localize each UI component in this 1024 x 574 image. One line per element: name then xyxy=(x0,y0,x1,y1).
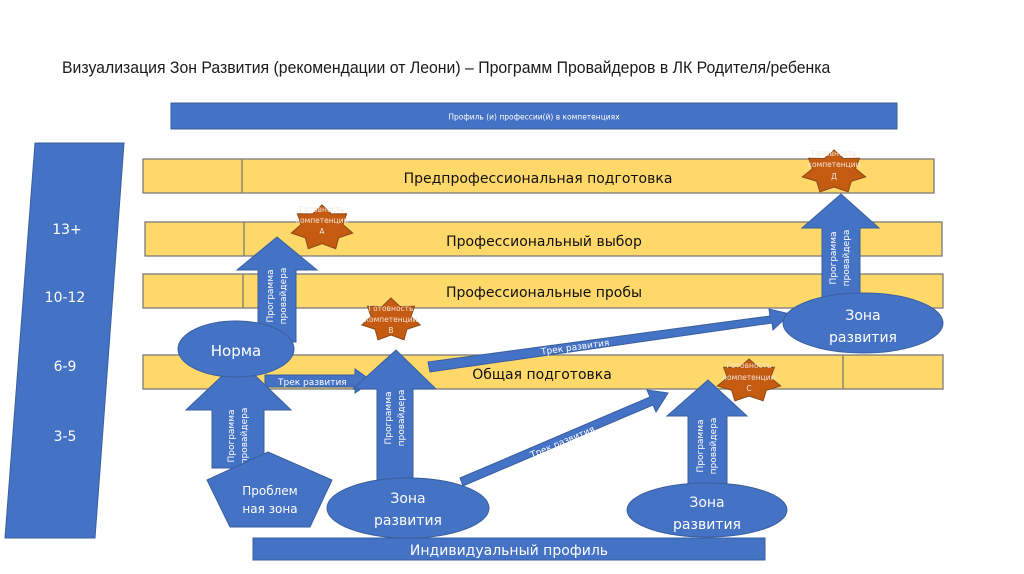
program-arrow-4-line1: Программа xyxy=(696,419,706,472)
program-arrow-2-line2: провайдера xyxy=(279,268,289,325)
individual-profile-banner: Индивидуальный профиль xyxy=(252,537,766,561)
zone-development-3: Зона развития xyxy=(782,292,944,354)
page-title: Визуализация Зон Развития (рекомендации … xyxy=(62,58,831,77)
program-arrow-4-line2: провайдера xyxy=(709,418,719,475)
stage-label-general: Общая подготовка xyxy=(472,367,612,383)
star-competency-a: Готовность компетенции А xyxy=(290,204,354,250)
star-competency-c: Готовность компетенции С xyxy=(716,358,782,402)
stage-label-preprof: Предпрофессиональная подготовка xyxy=(404,171,673,187)
program-arrow-5-line1: Программа xyxy=(829,231,839,284)
competency-profile-banner: Профиль (и) профессии(й) в компетенциях xyxy=(170,102,898,130)
zone-development-2: Зона развития xyxy=(626,482,788,538)
program-arrow-1-line2: провайдера xyxy=(240,408,250,465)
zone-development-3-line1: Зона xyxy=(845,308,880,324)
star-b-line2: компетенции xyxy=(364,315,417,324)
program-arrow-3-line2: провайдера xyxy=(397,390,407,447)
program-arrow-2: Программа провайдера xyxy=(235,236,319,343)
zone-development-1-line2: развития xyxy=(374,513,442,529)
stage-band-preprof: Предпрофессиональная подготовка xyxy=(142,158,935,194)
star-d-line3: Д xyxy=(831,172,837,181)
program-arrow-3: Программа провайдера xyxy=(351,349,438,486)
star-b-line1: Готовность xyxy=(369,304,414,313)
star-competency-b: Готовность компетенции В xyxy=(360,297,422,341)
zone-development-2-line1: Зона xyxy=(689,495,724,511)
stage-label-trials: Профессиональные пробы xyxy=(446,285,642,301)
star-a-line3: А xyxy=(319,227,325,236)
age-bar: 13+ 10-12 6-9 3-5 xyxy=(4,142,125,539)
star-c-line1: Готовность xyxy=(727,361,772,370)
star-competency-d: Готовность компетенции Д xyxy=(801,149,867,193)
program-arrow-3-line1: Программа xyxy=(384,391,394,444)
zone-problem-line1: Проблем xyxy=(242,484,298,498)
zone-development-2-line2: развития xyxy=(673,517,741,533)
age-label-13plus: 13+ xyxy=(52,222,82,238)
program-arrow-2-line1: Программа xyxy=(266,269,276,322)
program-arrow-1-line1: Программа xyxy=(227,409,237,462)
star-a-line2: компетенции xyxy=(295,216,348,225)
zone-problem: Проблем ная зона xyxy=(206,451,333,528)
stage-label-choice: Профессиональный выбор xyxy=(446,234,642,250)
zone-norm-label: Норма xyxy=(211,342,262,360)
zone-development-1-line1: Зона xyxy=(390,491,425,507)
zone-development-3-line2: развития xyxy=(829,330,897,346)
zone-norm: Норма xyxy=(177,320,295,378)
track-label-short: Трек развития xyxy=(277,378,347,388)
program-arrow-5: Программа провайдера xyxy=(800,193,881,298)
star-c-line2: компетенции xyxy=(722,373,775,382)
star-a-line1: Готовность xyxy=(300,205,345,214)
competency-profile-label: Профиль (и) профессии(й) в компетенциях xyxy=(448,113,620,122)
star-d-line2: компетенции xyxy=(807,160,860,169)
star-b-line3: В xyxy=(388,326,393,335)
age-label-6-9: 6-9 xyxy=(54,359,77,375)
individual-profile-label: Индивидуальный профиль xyxy=(410,543,608,559)
zone-development-1: Зона развития xyxy=(326,477,490,539)
star-c-line3: С xyxy=(746,384,751,393)
age-label-3-5: 3-5 xyxy=(54,429,77,445)
track-label-diagonal: Трек развития xyxy=(528,425,596,461)
age-label-10-12: 10-12 xyxy=(45,290,86,306)
program-arrow-4: Программа провайдера xyxy=(665,379,749,487)
star-d-line1: Готовность xyxy=(812,149,857,158)
zone-problem-line2: ная зона xyxy=(242,502,297,516)
track-arrow-diagonal: Трек развития xyxy=(459,389,669,487)
program-arrow-5-line2: провайдера xyxy=(842,230,852,287)
